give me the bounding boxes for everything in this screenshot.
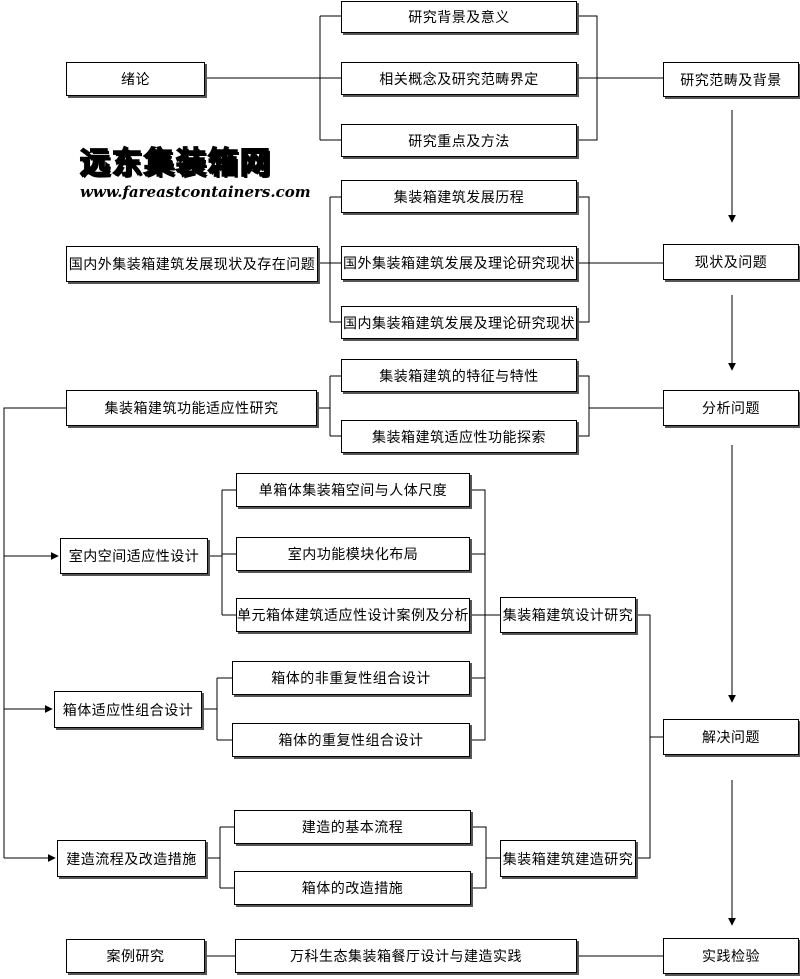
watermark-url: www.fareastcontainers.com xyxy=(80,183,311,201)
item-features: 集装箱建筑的特征与特性 xyxy=(341,359,577,392)
left-spine xyxy=(3,407,66,858)
topic-construction-process: 建造流程及改造措施 xyxy=(57,840,206,877)
connector-intro-stage xyxy=(577,15,663,141)
connector-status-stage xyxy=(577,196,663,323)
item-modular-layout: 室内功能模块化布局 xyxy=(236,537,470,571)
topic-interior-space-design: 室内空间适应性设计 xyxy=(60,538,208,574)
stage-status-problems: 现状及问题 xyxy=(663,244,799,280)
connector-status-items xyxy=(318,196,341,323)
item-vanke-restaurant: 万科生态集装箱餐厅设计与建造实践 xyxy=(235,939,577,973)
topic-development-status: 国内外集装箱建筑发展现状及存在问题 xyxy=(66,246,318,282)
topic-case-study: 案例研究 xyxy=(66,939,205,973)
connector-interior-items xyxy=(208,489,236,616)
item-background-significance: 研究背景及意义 xyxy=(341,1,577,33)
connector-function-stage xyxy=(577,375,663,437)
item-domestic-status: 国内集装箱建筑发展及理论研究现状 xyxy=(341,306,577,339)
item-unit-case-analysis: 单元箱体建筑适应性设计案例及分析 xyxy=(236,598,470,632)
topic-combination-design: 箱体适应性组合设计 xyxy=(54,691,202,728)
stage-practice: 实践检验 xyxy=(663,938,799,974)
item-basic-process: 建造的基本流程 xyxy=(234,810,471,844)
watermark-title: 远东集装箱网 xyxy=(79,145,272,182)
connector-mids-to-solve xyxy=(636,614,663,859)
item-foreign-status: 国外集装箱建筑发展及理论研究现状 xyxy=(341,246,577,280)
item-repetitive-combo: 箱体的重复性组合设计 xyxy=(232,723,470,757)
item-function-exploration: 集装箱建筑适应性功能探索 xyxy=(341,420,577,453)
mid-design-research: 集装箱建筑设计研究 xyxy=(500,597,636,633)
connector-design-bracket xyxy=(470,489,500,741)
item-concepts-scope: 相关概念及研究范畴界定 xyxy=(341,62,577,95)
item-modification-measures: 箱体的改造措施 xyxy=(234,871,471,905)
connector-combo-items xyxy=(202,677,232,741)
connector-function-items xyxy=(317,375,341,437)
topic-functional-adaptability: 集装箱建筑功能适应性研究 xyxy=(66,390,317,426)
connector-process-items xyxy=(206,826,234,889)
item-development-history: 集装箱建筑发展历程 xyxy=(341,180,577,213)
connector-intro-items xyxy=(205,15,341,141)
item-non-repetitive-combo: 箱体的非重复性组合设计 xyxy=(232,661,470,695)
stage-analysis: 分析问题 xyxy=(663,390,799,426)
item-space-human-scale: 单箱体集装箱空间与人体尺度 xyxy=(236,473,470,507)
item-focus-methods: 研究重点及方法 xyxy=(341,124,577,157)
mid-construction-research: 集装箱建筑建造研究 xyxy=(500,840,636,877)
topic-intro: 绪论 xyxy=(66,62,205,96)
connector-build-bracket xyxy=(471,826,500,889)
stage-solution: 解决问题 xyxy=(663,719,799,755)
stage-scope-background: 研究范畴及背景 xyxy=(663,62,799,97)
